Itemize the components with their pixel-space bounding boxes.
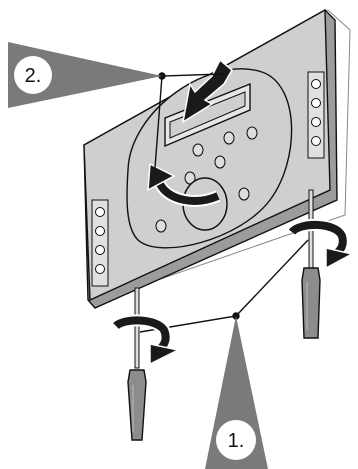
control-buttons [155,126,258,233]
step-2-label: 2. [25,65,42,87]
push-arrow-icon [181,58,233,124]
front-panel-oval [126,68,293,249]
button [223,131,235,145]
terminal-screw [311,136,321,146]
terminal-screw [95,207,105,217]
display-window [164,82,251,148]
button [155,219,167,233]
button [238,187,250,201]
terminal-screw [311,117,321,127]
terminal-block-left [91,199,109,287]
terminal-screw [311,98,321,108]
terminal-screw [95,226,105,236]
button [214,155,226,169]
step-1-callout: 1. [205,316,268,469]
rotate-arrow-icon [111,314,181,366]
button [246,126,258,140]
terminal-screw [311,79,321,89]
terminal-screw [95,264,105,274]
rotate-arrow-icon [287,218,355,270]
button [192,143,204,157]
terminal-screw [95,245,105,255]
screwdriver-icon [127,287,147,441]
step-1-label: 1. [228,430,245,452]
swing-arrow-icon [147,162,221,207]
terminal-block-right [307,71,325,159]
step-2-callout: 2. [8,42,162,108]
